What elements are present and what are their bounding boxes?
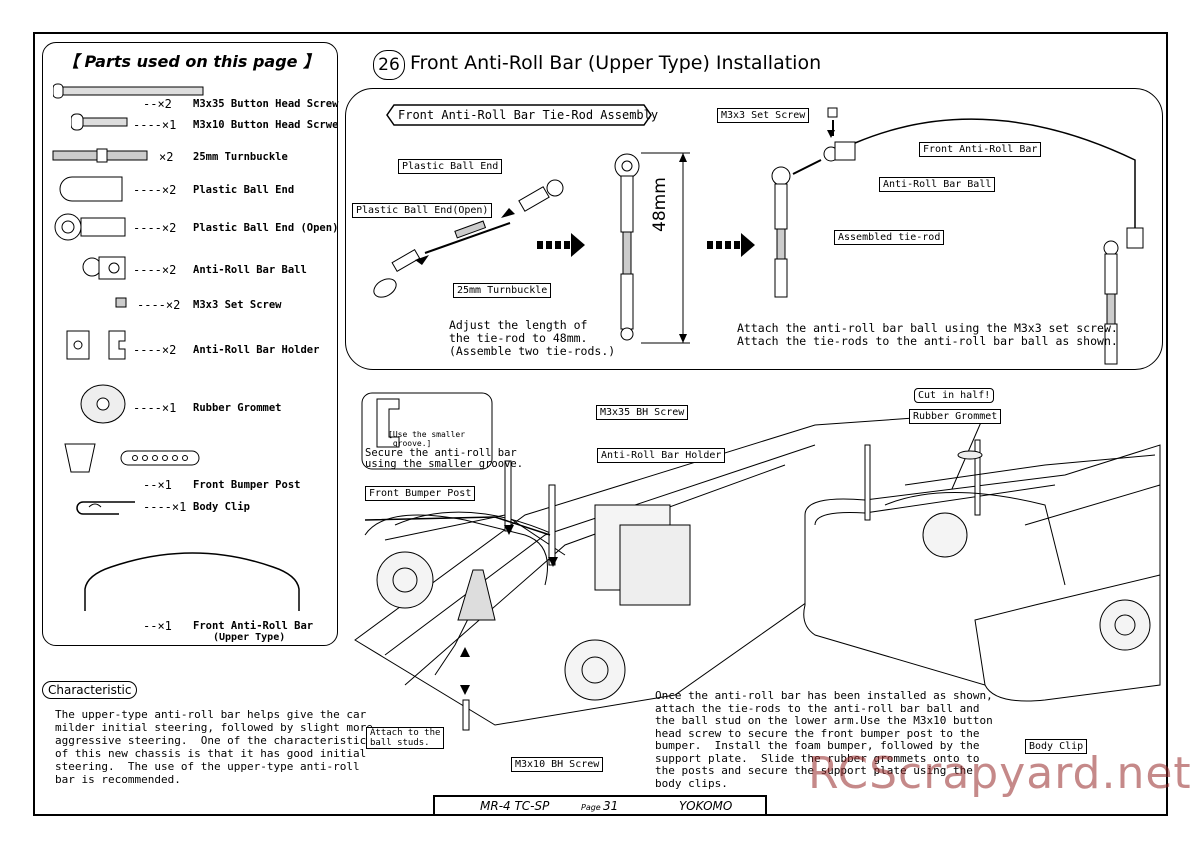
label-anti-roll-bar-holder: Anti-Roll Bar Holder: [597, 448, 726, 463]
part-anti-roll-bar-ball: ----×2 Anti-Roll Bar Ball: [43, 256, 339, 283]
step-title: Front Anti-Roll Bar (Upper Type) Install…: [410, 52, 822, 74]
rubber-grommet-icon: [80, 384, 126, 424]
tie-rod-assembly-drawing: [373, 107, 1144, 365]
part-front-bumper-post: --×1 Front Bumper Post: [43, 443, 339, 498]
label-plastic-ball-end: Plastic Ball End: [398, 159, 503, 174]
label-cut-in-half: Cut in half!: [914, 388, 995, 403]
m3x35-screw-icon: [53, 83, 204, 99]
page-footer: MR-4 TC-SP Page 31 YOKOMO: [433, 795, 767, 816]
footer-model: MR-4 TC-SP: [480, 799, 550, 813]
label-plastic-ball-end-open: Plastic Ball End(Open): [352, 203, 493, 218]
part-anti-roll-bar-holder: ----×2 Anti-Roll Bar Holder: [43, 330, 339, 363]
footer-page-number: 31: [603, 799, 619, 813]
step-number: 26: [373, 50, 405, 80]
label-body-clip: Body Clip: [1025, 739, 1088, 754]
dimension-48mm: 48mm: [650, 177, 670, 232]
attach-ball-note: Attach the anti-roll bar ball using the …: [737, 321, 1118, 348]
body-clip-icon: [76, 501, 135, 515]
label-assembled-tie-rod: Assembled tie-rod: [834, 230, 945, 245]
parts-panel-title: 【 Parts used on this page 】: [62, 52, 320, 71]
page-frame: [33, 32, 1168, 816]
part-plastic-ball-end-open: ----×2 Plastic Ball End (Open): [43, 213, 339, 241]
turnbuckle-icon: [52, 148, 148, 163]
part-turnbuckle: ×2 25mm Turnbuckle: [43, 148, 339, 170]
front-bumper-post-icon: [64, 443, 200, 473]
anti-roll-bar-holder-icon: [66, 330, 126, 360]
label-turnbuckle: 25mm Turnbuckle: [453, 283, 552, 298]
part-rubber-grommet: ----×1 Rubber Grommet: [43, 384, 339, 424]
adjust-length-note: Adjust the length of the tie-rod to 48mm…: [449, 318, 616, 358]
characteristic-label: Characteristic: [42, 681, 138, 699]
part-m3x10-screw: ----×1 M3x10 Button Head Scrwe: [43, 113, 339, 138]
parts-panel: 【 Parts used on this page 】 --×2 M3x35 B…: [42, 42, 338, 646]
chassis-installation-drawing: [354, 392, 1161, 731]
label-m3x35-bh-screw: M3x35 BH Screw: [596, 405, 689, 420]
label-m3x10-bh-screw: M3x10 BH Screw: [511, 757, 604, 772]
label-rubber-grommet: Rubber Grommet: [909, 409, 1002, 424]
label-front-anti-roll-bar: Front Anti-Roll Bar: [919, 142, 1042, 157]
anti-roll-bar-ball-icon: [82, 256, 126, 280]
label-attach-ball-studs: Attach to the ball studs.: [366, 727, 445, 749]
part-set-screw: ----×2 M3x3 Set Screw: [43, 296, 339, 318]
label-front-bumper-post: Front Bumper Post: [365, 486, 476, 501]
inset-hint: [Use the smaller groove.]: [388, 430, 466, 448]
label-m3x3-set-screw: M3x3 Set Screw: [717, 108, 810, 123]
m3x10-screw-icon: [71, 113, 128, 131]
assembly-title-tag: Front Anti-Roll Bar Tie-Rod Assembly: [386, 104, 658, 126]
set-screw-icon: [115, 297, 127, 308]
part-body-clip: ----×1 Body Clip: [43, 498, 339, 520]
watermark: RCScrapyard.net: [808, 748, 1192, 799]
plastic-ball-end-icon: [59, 176, 123, 202]
footer-page-label: Page: [581, 803, 601, 812]
assembly-title-frame: [386, 104, 652, 126]
install-note: Once the anti-roll bar has been installe…: [655, 689, 993, 790]
part-plastic-ball-end: ----×2 Plastic Ball End: [43, 176, 339, 203]
part-front-anti-roll-bar: --×1 Front Anti-Roll Bar (Upper Type): [43, 552, 339, 643]
part-m3x35-screw: --×2 M3x35 Button Head Screw: [43, 83, 339, 117]
footer-brand: YOKOMO: [679, 799, 733, 813]
characteristic-text: The upper-type anti-roll bar helps give …: [55, 708, 373, 786]
front-anti-roll-bar-icon: [84, 552, 300, 611]
plastic-ball-end-open-icon: [54, 213, 126, 241]
label-anti-roll-bar-ball: Anti-Roll Bar Ball: [879, 177, 996, 192]
tie-rod-assembly-panel: [345, 88, 1163, 370]
inset-note: Secure the anti-roll bar using the small…: [365, 447, 524, 470]
